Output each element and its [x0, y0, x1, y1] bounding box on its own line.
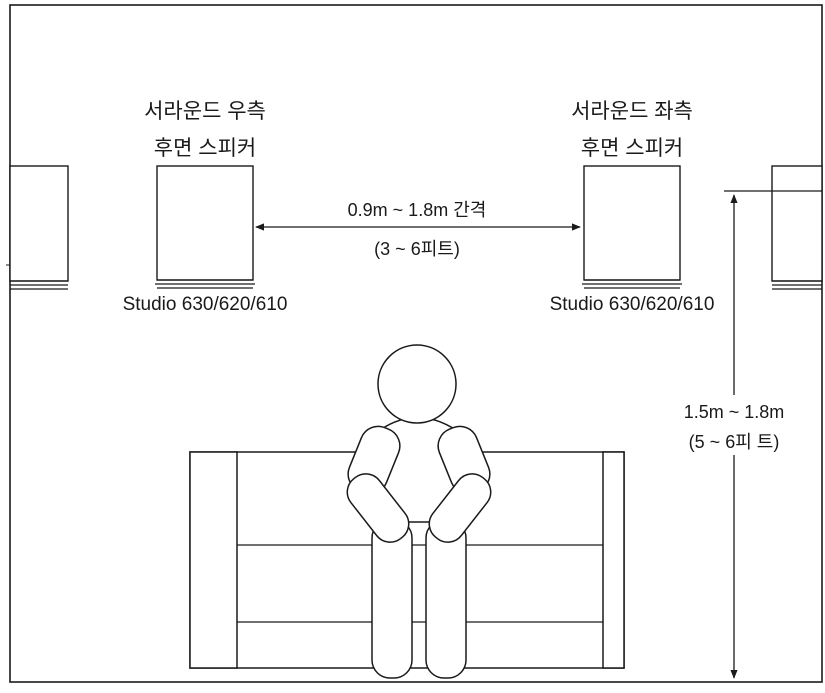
surround-left-label-line1: 서라운드 좌측 — [571, 100, 693, 123]
diagram-frame — [9, 4, 823, 683]
surround-left-rear-speaker — [582, 165, 682, 289]
spacing-distance-label: 0.9m ~ 1.8m 간격 — [348, 200, 487, 220]
front-right-speaker-partial — [771, 165, 823, 290]
person-head — [377, 344, 457, 424]
surround-right-model-label: Studio 630/620/610 — [123, 294, 288, 315]
height-distance-label: 1.5m ~ 1.8m — [684, 402, 785, 422]
surround-right-label-line1: 서라운드 우측 — [144, 100, 266, 123]
spacing-feet-label: (3 ~ 6피트) — [374, 239, 460, 259]
surround-left-label-line2: 후면 스피커 — [581, 137, 683, 160]
front-left-speaker-partial — [9, 165, 69, 290]
height-feet-label: (5 ~ 6피 트) — [689, 432, 780, 452]
surround-right-rear-speaker — [155, 165, 255, 289]
surround-left-model-label: Studio 630/620/610 — [550, 294, 715, 315]
seated-person — [346, 344, 492, 679]
sofa-left-armrest — [189, 451, 238, 669]
surround-right-label-line2: 후면 스피커 — [154, 137, 256, 160]
sofa-right-armrest — [602, 451, 625, 669]
